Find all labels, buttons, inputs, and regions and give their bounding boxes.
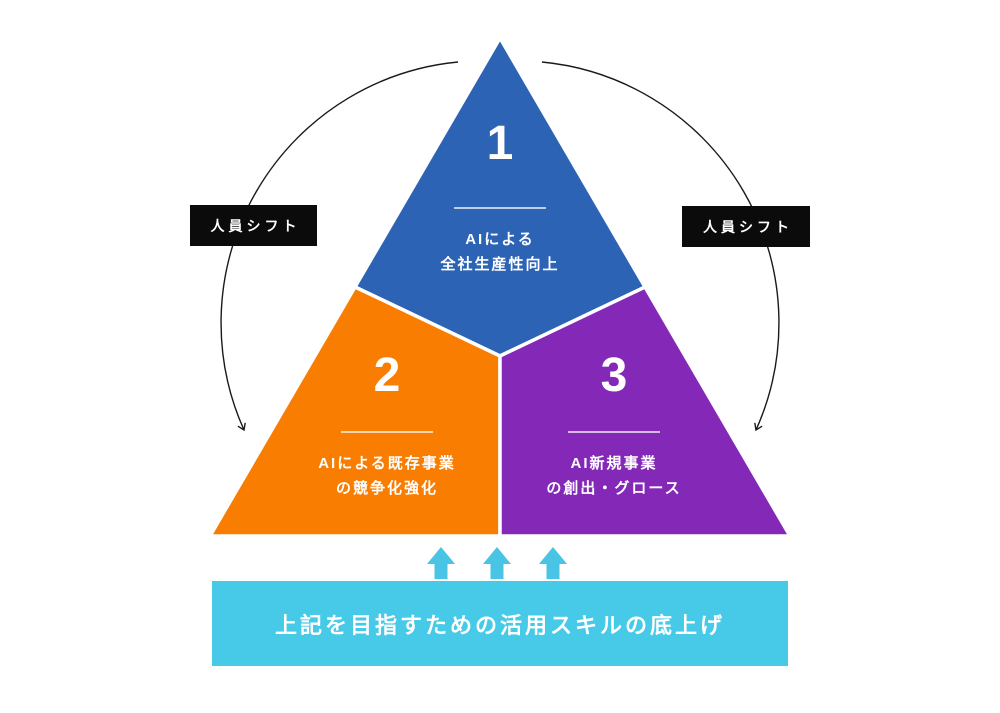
section-3-line1: AI新規事業 [570,455,658,472]
section-3-divider [568,431,660,433]
section-3-label: AI新規事業 の創出・グロース [504,451,724,501]
curved-arrow-right [541,61,780,432]
section-2-divider [341,431,433,433]
personnel-shift-label-right: 人員シフト [682,206,810,247]
section-2-line1: AIによる既存事業 [318,455,456,472]
section-1-divider [454,207,546,209]
skill-base-bar-label: 上記を目指すための活用スキルの底上げ [274,612,725,638]
up-arrow-3 [539,547,567,579]
section-2-number: 2 [373,349,401,402]
section-1-line1: AIによる [465,231,535,248]
curved-arrow-left [220,61,459,432]
section-3-number: 3 [600,349,628,402]
section-3-line2: の創出・グロース [546,480,682,497]
personnel-shift-label-left: 人員シフト [190,205,317,246]
section-1-number: 1 [486,117,514,170]
up-arrow-2 [483,547,511,579]
up-arrow-1 [427,547,455,579]
section-2-label: AIによる既存事業 の競争化強化 [277,451,497,501]
skill-base-bar: 上記を目指すための活用スキルの底上げ [212,581,788,666]
section-2-line2: の競争化強化 [335,480,438,497]
section-1-line2: 全社生産性向上 [440,256,560,273]
pyramid-section-3 [498,285,792,538]
section-1-label: AIによる 全社生産性向上 [390,227,610,277]
